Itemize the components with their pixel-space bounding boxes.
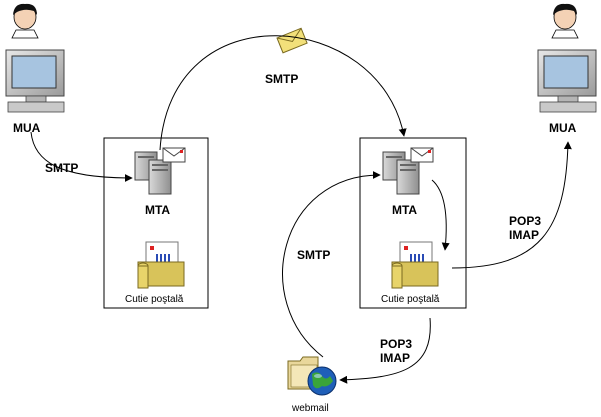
arrow-mta-to-mta (159, 35, 407, 151)
left-mailbox-icon (137, 241, 185, 289)
pop3-right-label: POP3 (509, 214, 541, 228)
right-mailbox-icon (391, 241, 439, 289)
left-server-box (103, 137, 209, 309)
arrow-mta-to-mailbox (431, 179, 450, 251)
webmail-label: webmail (291, 403, 329, 414)
mta-left-label: MTA (145, 203, 170, 217)
arrow-mua-to-mta-left (30, 131, 133, 182)
mta-right-label: MTA (392, 203, 417, 217)
mua-left-label: MUA (13, 121, 41, 135)
left-user-icon (11, 3, 39, 39)
left-computer-icon (5, 49, 65, 113)
right-user-icon (551, 3, 579, 39)
arrow-webmail-to-mta (282, 171, 381, 358)
arrow-mailbox-to-mua (451, 141, 572, 269)
left-server-icon (134, 147, 186, 195)
mailbox-left-label: Cutie poştală (125, 294, 184, 305)
smtp-left-label: SMTP (45, 161, 78, 175)
pop3-bottom-label: POP3 (380, 337, 412, 351)
mua-right-label: MUA (549, 121, 577, 135)
imap-right-label: IMAP (509, 228, 539, 242)
right-computer-icon (537, 49, 597, 113)
smtp-top-label: SMTP (265, 72, 298, 86)
imap-bottom-label: IMAP (380, 351, 410, 365)
right-server-box (359, 137, 467, 309)
arrow-mailbox-to-webmail (339, 317, 431, 384)
smtp-webmail-label: SMTP (297, 248, 330, 262)
envelope-icon (276, 27, 308, 54)
globe-icon (307, 366, 337, 396)
right-server-icon (382, 147, 434, 195)
mailbox-right-label: Cutie poştală (381, 294, 440, 305)
